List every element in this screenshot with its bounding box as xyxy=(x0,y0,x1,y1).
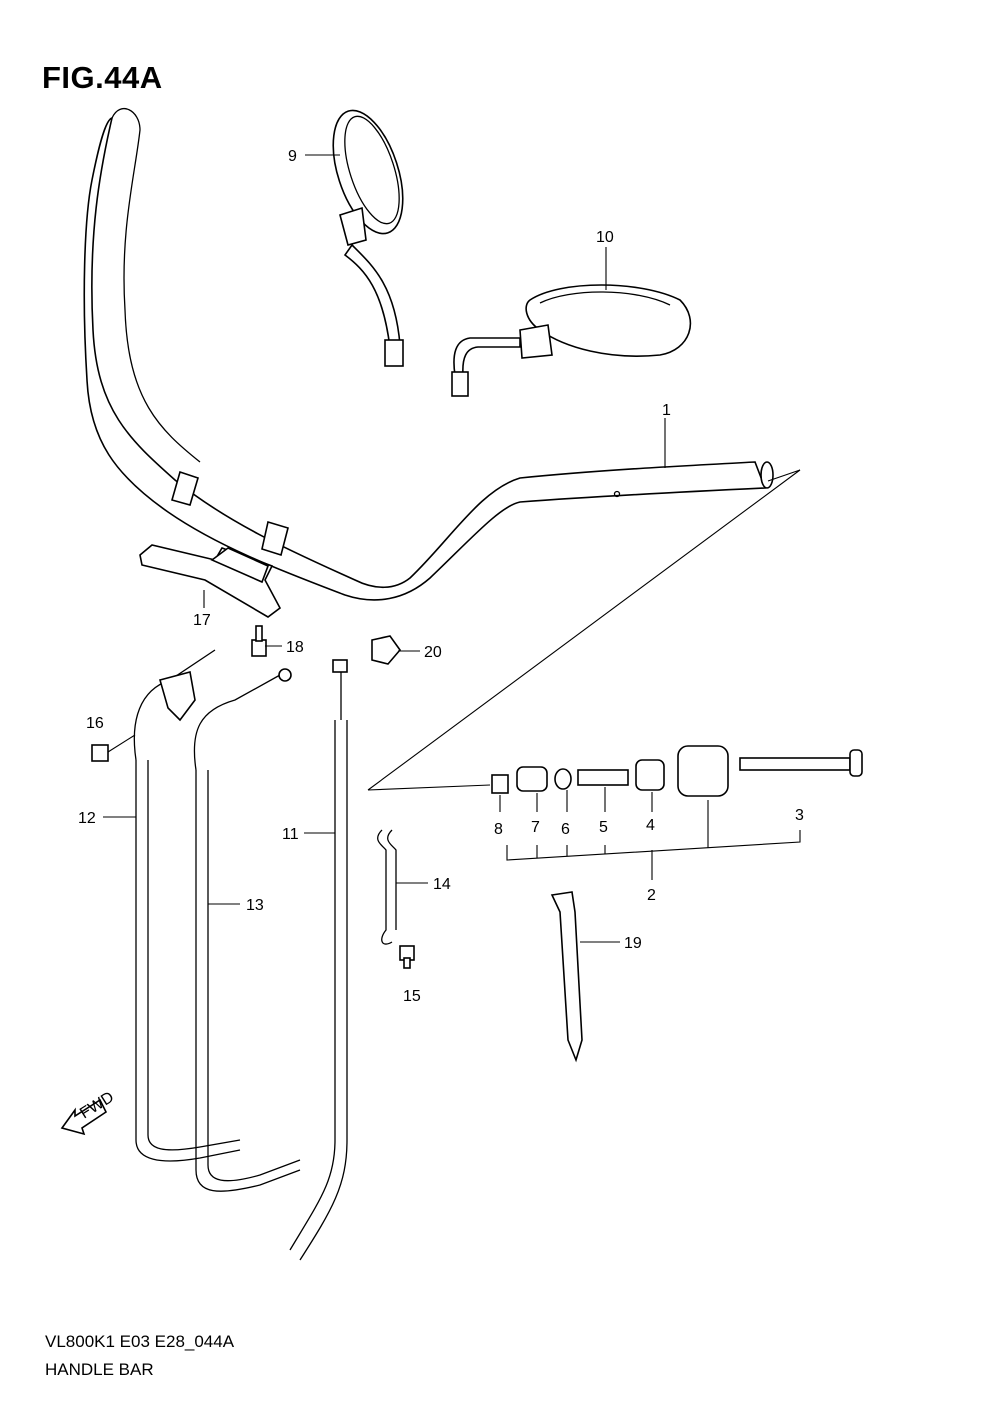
callout-14: 14 xyxy=(433,876,451,893)
callout-9: 9 xyxy=(288,148,297,165)
callout-labels: 1 2 3 4 5 6 7 8 9 10 11 12 13 14 15 16 1… xyxy=(78,148,804,1005)
callout-19: 19 xyxy=(624,935,642,952)
cable-tie-19 xyxy=(550,891,583,1063)
bolt-18 xyxy=(251,625,267,657)
callout-3: 3 xyxy=(795,807,804,824)
clamp-14 xyxy=(377,829,397,945)
callout-12: 12 xyxy=(78,810,96,827)
callout-16: 16 xyxy=(86,715,104,732)
callout-7: 7 xyxy=(531,819,540,836)
mirror-right xyxy=(451,284,692,397)
clamp-20 xyxy=(371,635,402,665)
callout-5: 5 xyxy=(599,819,608,836)
screw-16 xyxy=(91,734,136,762)
cable-11 xyxy=(289,659,348,1261)
bolt-15 xyxy=(399,945,415,969)
callout-1: 1 xyxy=(662,402,671,419)
reference-lines xyxy=(367,469,801,791)
balancer-assembly xyxy=(491,745,863,880)
leader-lines xyxy=(103,154,666,943)
callout-4: 4 xyxy=(646,817,655,834)
callout-18: 18 xyxy=(286,639,304,656)
callout-10: 10 xyxy=(596,229,614,246)
mirror-left xyxy=(332,109,404,367)
cable-bracket xyxy=(139,544,282,618)
fwd-arrow: FWD xyxy=(60,1089,117,1136)
callout-20: 20 xyxy=(424,644,442,661)
handlebar xyxy=(83,107,774,601)
figure-code: VL800K1 E03 E28_044A xyxy=(45,1332,235,1351)
figure-name: HANDLE BAR xyxy=(45,1360,154,1379)
callout-8: 8 xyxy=(494,821,503,838)
callout-17: 17 xyxy=(193,612,211,629)
cable-12 xyxy=(133,649,241,1162)
cable-13 xyxy=(193,668,301,1192)
callout-11: 11 xyxy=(282,826,299,843)
figure-title: FIG.44A xyxy=(42,60,163,95)
callout-6: 6 xyxy=(561,821,570,838)
callout-15: 15 xyxy=(403,988,421,1005)
callout-2: 2 xyxy=(647,887,656,904)
callout-13: 13 xyxy=(246,897,264,914)
